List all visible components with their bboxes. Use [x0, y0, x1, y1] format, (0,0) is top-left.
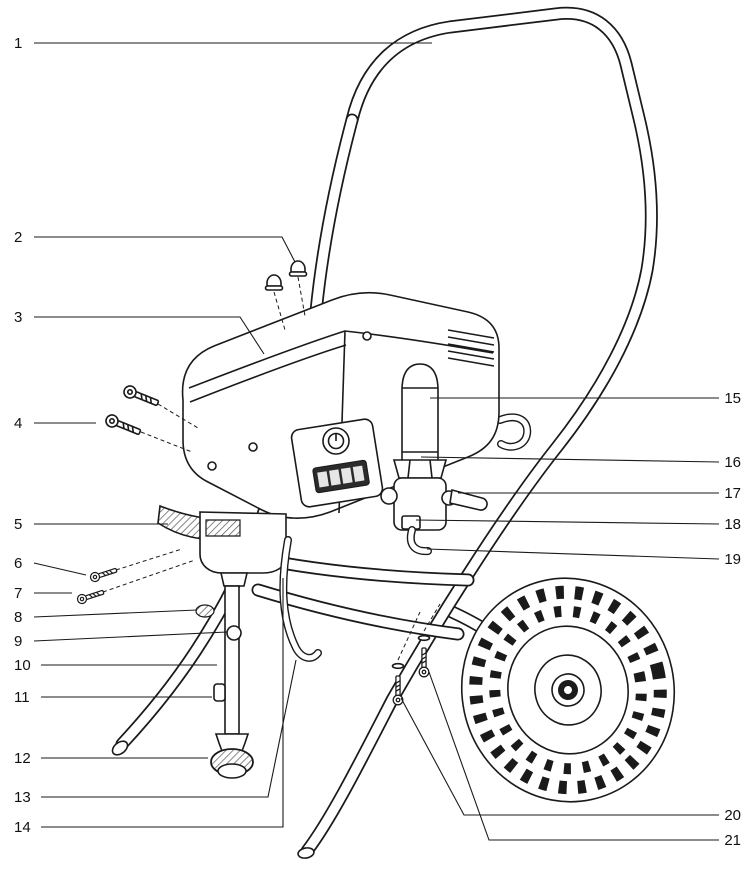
strainer-rim [217, 763, 247, 779]
alignment-lines [102, 276, 441, 661]
housing-mount-screw [121, 383, 161, 410]
housing-mount-screw [103, 412, 143, 439]
leader-20 [400, 697, 719, 816]
suction-tube [224, 585, 240, 735]
outlet-fitting [380, 487, 398, 505]
pump-seal [195, 604, 215, 618]
rear-leg-end [297, 847, 315, 859]
display-digit [340, 467, 353, 484]
prime-valve-lever [449, 488, 488, 511]
callout-21: 21 [724, 832, 741, 849]
leader-2 [34, 236, 296, 263]
housing-screw [362, 331, 372, 341]
filter-hex-nut [392, 459, 448, 479]
callout-11: 11 [14, 689, 30, 706]
tire-tread-outer [469, 585, 667, 795]
callout-7: 7 [14, 585, 22, 602]
callout-4: 4 [14, 415, 22, 432]
hex-facet [429, 459, 433, 479]
washer [417, 634, 431, 642]
leader-6 [33, 562, 87, 576]
axle-hole [563, 685, 573, 695]
callout-20: 20 [724, 807, 741, 824]
pump-nut [226, 625, 242, 641]
tube-clip [213, 683, 226, 702]
cap-nut [264, 274, 284, 291]
leader-18 [415, 519, 720, 525]
motor-vent-slots [447, 329, 495, 367]
housing-screw [207, 461, 217, 471]
control-panel [290, 418, 384, 508]
callout-14: 14 [14, 819, 31, 836]
callout-15: 15 [724, 390, 741, 407]
callout-16: 16 [724, 454, 741, 471]
callout-6: 6 [14, 555, 22, 572]
callout-9: 9 [14, 633, 22, 650]
callout-18: 18 [724, 516, 741, 533]
pump-assembly [195, 511, 322, 779]
callout-13: 13 [14, 789, 31, 806]
hex-facet [407, 459, 411, 479]
filter-body [401, 363, 439, 467]
leader-13 [41, 659, 297, 798]
suction-nut [219, 572, 249, 587]
callout-12: 12 [14, 750, 31, 767]
callout-17: 17 [724, 485, 741, 502]
small-screw [88, 565, 119, 584]
housing-panel-seam [189, 344, 347, 403]
leader-8 [33, 609, 198, 618]
callout-1: 1 [14, 35, 22, 52]
callout-labels: 1 2 3 4 5 6 7 8 9 10 11 12 13 14 15 16 1… [14, 35, 741, 849]
tire-tread-inner [489, 605, 647, 775]
callout-3: 3 [14, 309, 22, 326]
callout-2: 2 [14, 229, 22, 246]
callout-5: 5 [14, 516, 22, 533]
callout-8: 8 [14, 609, 22, 626]
display-digit [352, 465, 365, 482]
pressure-display [312, 459, 370, 494]
washer [391, 662, 405, 670]
display-digit [329, 469, 341, 486]
callout-19: 19 [724, 551, 741, 568]
leader-19 [426, 548, 720, 560]
callout-10: 10 [14, 657, 31, 674]
small-screw [75, 587, 106, 606]
pump-hatch-panel [205, 519, 241, 537]
filter-tower [380, 363, 488, 556]
leader-lines [33, 42, 720, 841]
leader-21 [428, 671, 719, 841]
housing-screw [248, 442, 258, 452]
front-leg-foot [111, 740, 129, 756]
leader-16 [420, 456, 720, 463]
cap-nut [288, 260, 308, 277]
leader-9 [33, 631, 228, 642]
wheel [460, 577, 676, 803]
display-digit [317, 471, 329, 488]
leader-14 [41, 578, 284, 828]
leader-3 [34, 316, 265, 355]
wheel-rim [534, 654, 602, 726]
